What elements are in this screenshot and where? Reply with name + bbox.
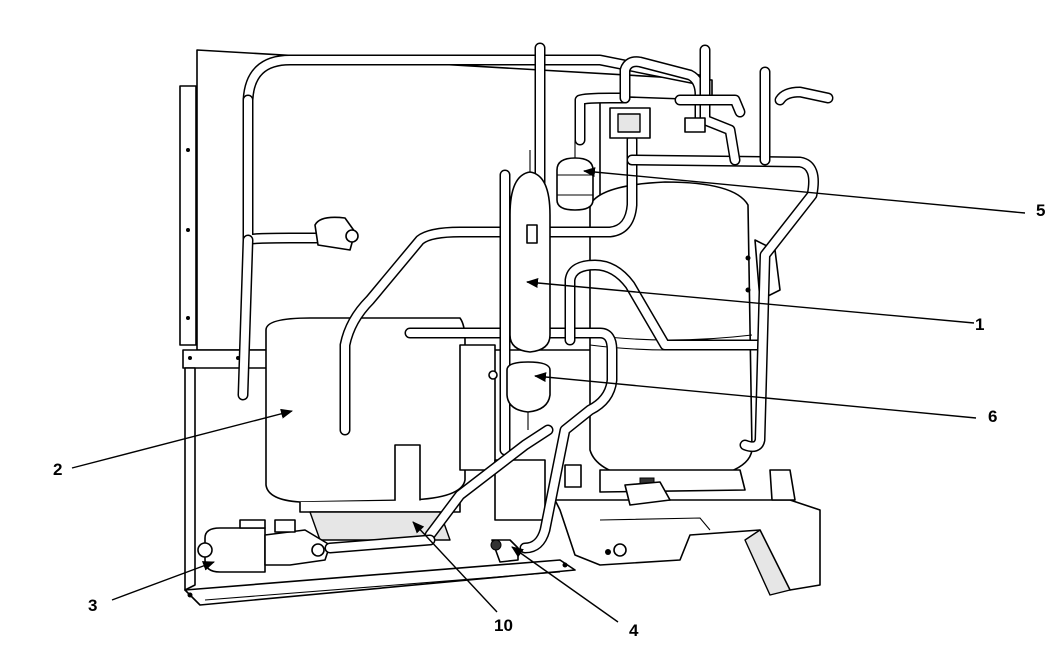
leader-5	[583, 167, 1026, 214]
oil-separator	[506, 361, 551, 430]
leader-1	[526, 278, 975, 324]
callout-label-5: 5	[1036, 201, 1046, 220]
mounting-bracket	[554, 499, 821, 596]
callout-label-2: 2	[53, 460, 63, 479]
bottom-fittings	[564, 464, 796, 506]
compressor	[265, 317, 546, 541]
leader-4	[511, 546, 619, 623]
callout-label-6: 6	[988, 407, 998, 426]
callout-label-1: 1	[975, 315, 985, 334]
leader-2	[71, 408, 293, 469]
base-plate	[184, 367, 576, 606]
leader-3	[111, 561, 215, 601]
pressure-control	[314, 216, 359, 251]
callout-label-4: 4	[629, 621, 639, 640]
callout-label-10: 10	[494, 616, 513, 635]
accumulator	[509, 150, 551, 353]
leader-6	[534, 372, 977, 419]
expansion-valve	[197, 519, 436, 573]
service-valve	[490, 539, 519, 563]
callout-label-3: 3	[88, 596, 98, 615]
refrigerant-piping	[237, 42, 834, 554]
leader-10	[412, 521, 498, 613]
solenoid-valve	[609, 107, 706, 139]
callout-leaders	[71, 167, 1026, 623]
